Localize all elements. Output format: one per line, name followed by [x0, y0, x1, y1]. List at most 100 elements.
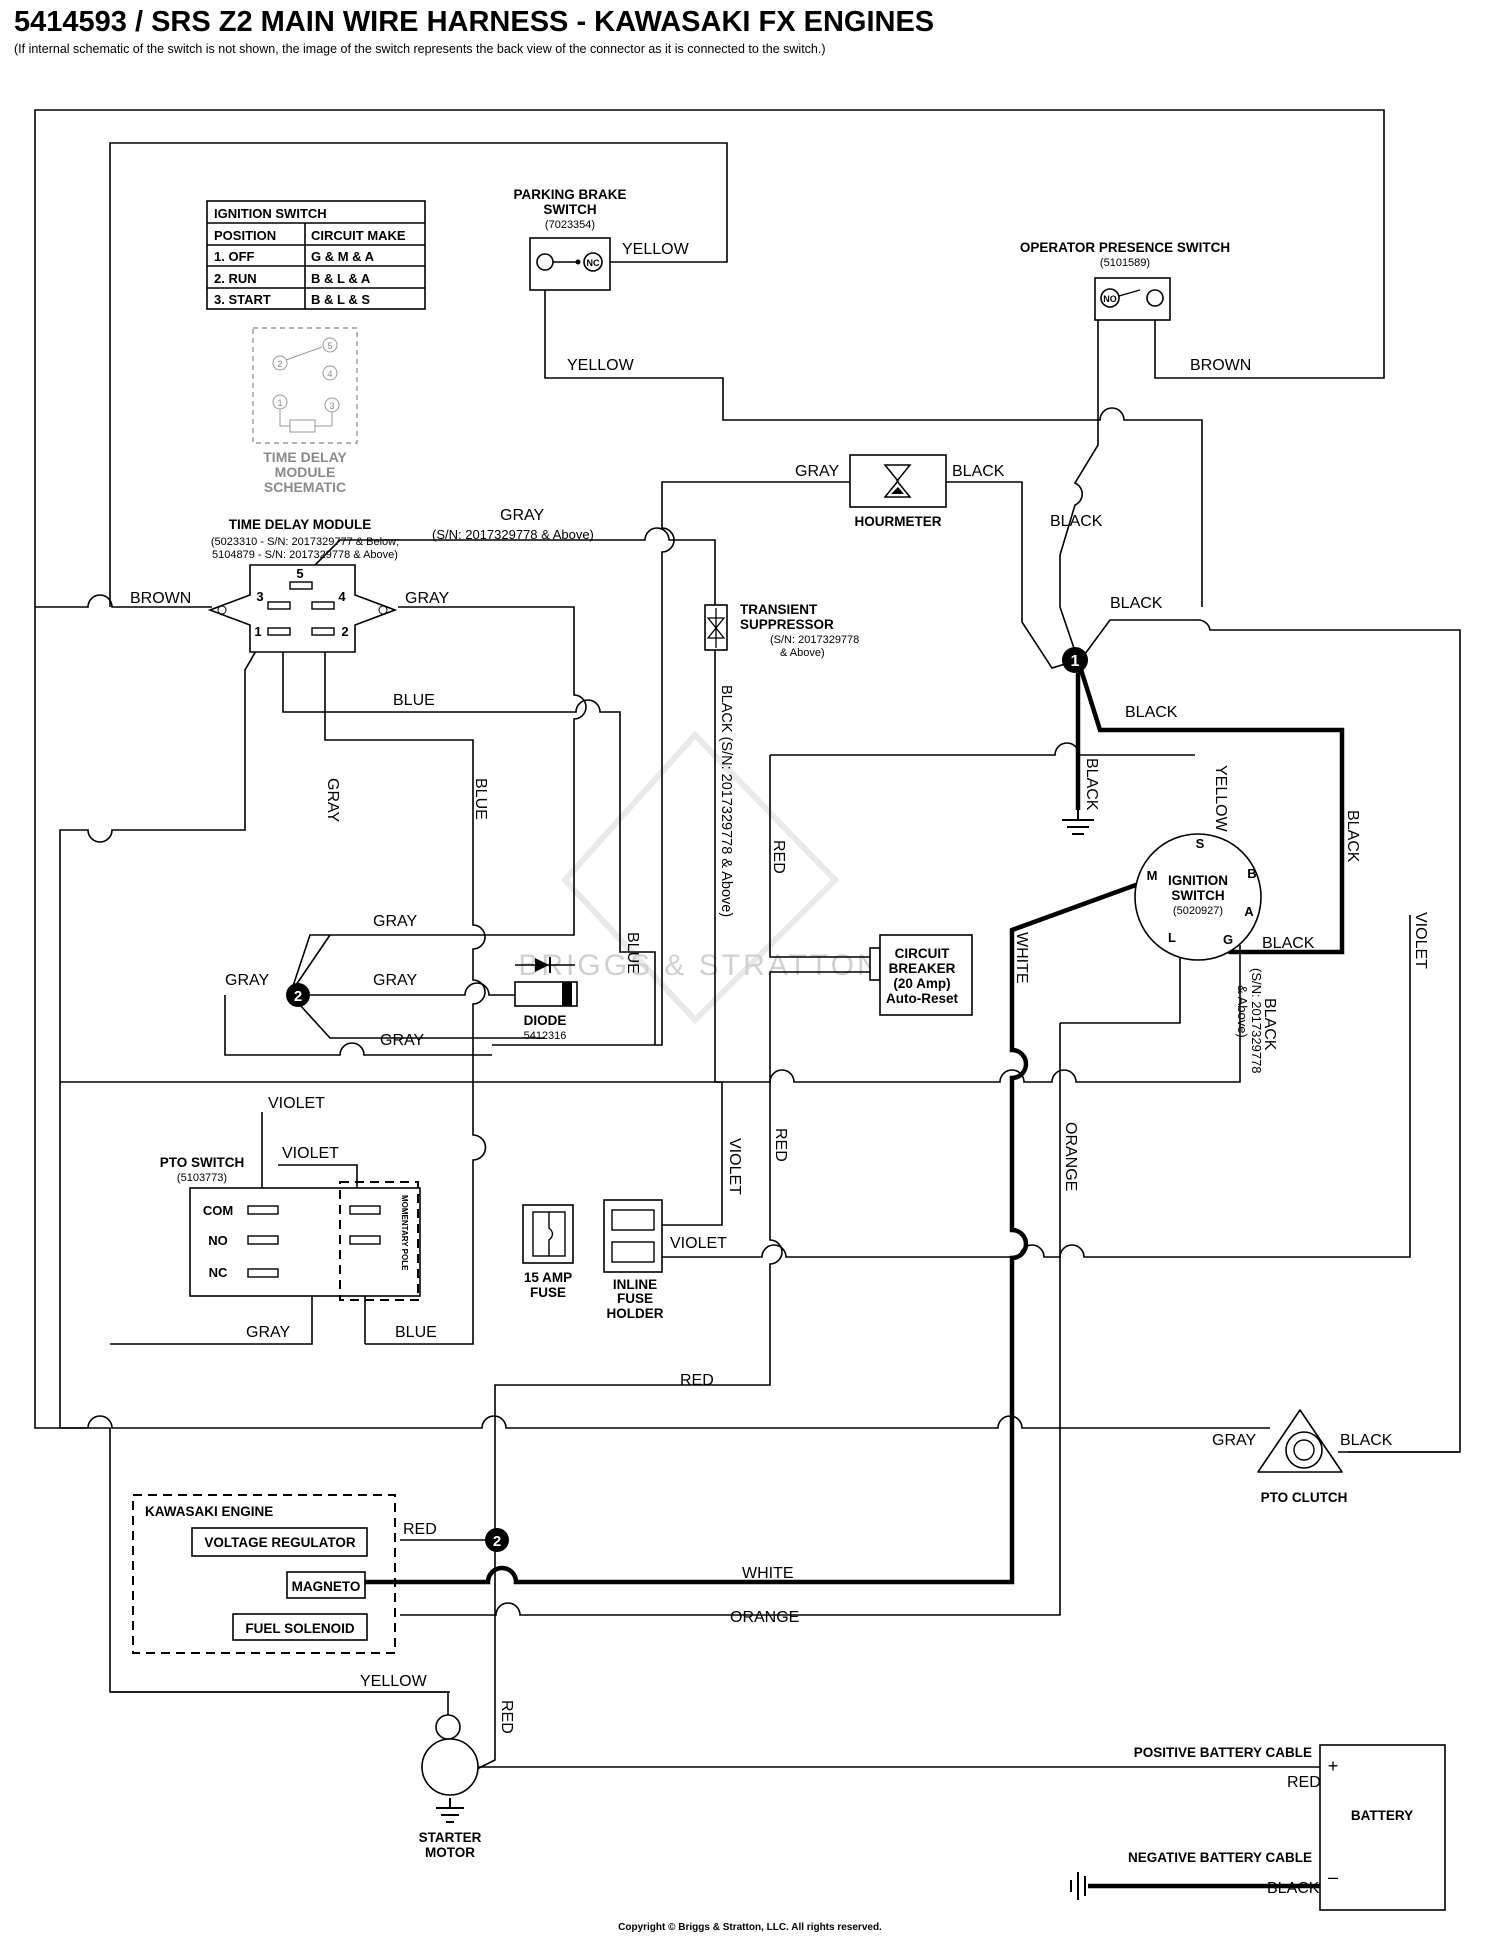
starter-motor: STARTER MOTOR [419, 1714, 482, 1860]
svg-text:BLACK: BLACK [1110, 595, 1163, 612]
ignition-table-title: IGNITION SWITCH [214, 206, 327, 221]
svg-text:WHITE: WHITE [742, 1565, 794, 1582]
svg-text:HOLDER: HOLDER [607, 1306, 664, 1321]
svg-text:OPERATOR PRESENCE SWITCH: OPERATOR PRESENCE SWITCH [1020, 240, 1230, 255]
svg-text:RED: RED [680, 1372, 714, 1389]
svg-text:1: 1 [254, 624, 261, 639]
svg-text:BLACK: BLACK [1267, 1880, 1320, 1897]
kawasaki-engine: KAWASAKI ENGINE VOLTAGE REGULATOR MAGNET… [132, 1494, 396, 1654]
splice-2-low: 2 [485, 1528, 509, 1552]
ignition-table-cell: 3. START [214, 292, 271, 307]
svg-text:5412316: 5412316 [524, 1030, 567, 1042]
svg-text:(5103773): (5103773) [177, 1172, 227, 1184]
battery: BATTERY + – POSITIVE BATTERY CABLE NEGAT… [1128, 1744, 1446, 1911]
svg-text:& Above): & Above) [1235, 985, 1250, 1038]
wire-violet-fh [662, 915, 1411, 1258]
svg-text:NC: NC [209, 1265, 228, 1280]
ignition-table-header: CIRCUIT MAKE [311, 228, 406, 243]
svg-text:1: 1 [1071, 653, 1080, 670]
svg-text:FUEL SOLENOID: FUEL SOLENOID [245, 1621, 355, 1636]
svg-text:–: – [1328, 1867, 1338, 1887]
svg-text:IGNITION: IGNITION [1168, 873, 1228, 888]
svg-text:NC: NC [587, 258, 600, 268]
svg-text:(5101589): (5101589) [1100, 257, 1150, 269]
svg-text:TIME DELAY: TIME DELAY [263, 449, 347, 465]
wire-blue-top [282, 630, 656, 1045]
svg-text:PTO SWITCH: PTO SWITCH [160, 1155, 245, 1170]
ignition-table-header: POSITION [214, 228, 276, 243]
svg-text:3: 3 [329, 401, 334, 411]
svg-text:2: 2 [341, 624, 348, 639]
ignition-table: IGNITION SWITCH POSITION CIRCUIT MAKE 1.… [206, 200, 426, 310]
svg-text:G: G [1223, 932, 1233, 947]
svg-text:L: L [1168, 930, 1176, 945]
svg-text:DIODE: DIODE [524, 1013, 567, 1028]
svg-text:(S/N: 2017329778: (S/N: 2017329778 [770, 634, 859, 646]
wire-red-cb2 [494, 971, 880, 1545]
svg-text:GRAY: GRAY [1212, 1432, 1256, 1449]
wire-gray-top [304, 527, 716, 605]
svg-text:BROWN: BROWN [130, 590, 191, 607]
svg-text:BLACK: BLACK [1125, 704, 1178, 721]
svg-text:ORANGE: ORANGE [730, 1609, 799, 1626]
svg-text:MOTOR: MOTOR [425, 1845, 475, 1860]
svg-text:3: 3 [256, 589, 263, 604]
svg-text:& Above): & Above) [780, 647, 825, 659]
wire-blue-vert [324, 630, 487, 1345]
svg-text:(5020927): (5020927) [1173, 905, 1223, 917]
ignition-table-cell: B & L & A [311, 271, 371, 286]
svg-text:PTO CLUTCH: PTO CLUTCH [1261, 1490, 1348, 1505]
hourmeter: HOURMETER [849, 454, 947, 529]
pto-clutch: PTO CLUTCH [1257, 1409, 1348, 1505]
svg-text:HOURMETER: HOURMETER [855, 514, 942, 529]
svg-text:RED: RED [770, 840, 787, 874]
svg-text:MAGNETO: MAGNETO [292, 1579, 361, 1594]
svg-text:M: M [1147, 868, 1158, 883]
svg-text:BLUE: BLUE [624, 932, 641, 974]
svg-text:YELLOW: YELLOW [1212, 765, 1229, 833]
ignition-table-cell: 1. OFF [214, 249, 255, 264]
svg-text:(7023354): (7023354) [545, 219, 595, 231]
svg-text:GRAY: GRAY [373, 913, 417, 930]
wire-black-hm [946, 481, 1080, 669]
svg-text:WHITE: WHITE [1013, 932, 1030, 984]
svg-text:GRAY: GRAY [500, 507, 544, 524]
svg-text:NO: NO [1103, 294, 1117, 304]
svg-text:POSITIVE BATTERY CABLE: POSITIVE BATTERY CABLE [1134, 1745, 1312, 1760]
ignition-table-cell: B & L & S [311, 292, 370, 307]
page-subtitle: (If internal schematic of the switch is … [14, 42, 826, 56]
svg-text:PARKING BRAKE: PARKING BRAKE [513, 187, 626, 202]
svg-text:BLACK: BLACK [1344, 810, 1361, 863]
svg-text:4: 4 [338, 589, 346, 604]
svg-text:BRIGGS & STRATTON: BRIGGS & STRATTON [518, 949, 881, 982]
svg-text:SCHEMATIC: SCHEMATIC [264, 479, 346, 495]
ignition-table-cell: G & M & A [311, 249, 375, 264]
circuit-breaker: CIRCUIT BREAKER (20 Amp) Auto-Reset [869, 934, 973, 1016]
svg-text:BLACK: BLACK [1261, 998, 1278, 1051]
svg-text:YELLOW: YELLOW [360, 1673, 428, 1690]
svg-text:(S/N: 2017329778 & Above): (S/N: 2017329778 & Above) [432, 527, 594, 542]
svg-text:BREAKER: BREAKER [889, 961, 956, 976]
ignition-table-cell: 2. RUN [214, 271, 257, 286]
svg-text:RED: RED [772, 1128, 789, 1162]
fuse-15a: 15 AMP FUSE [522, 1204, 574, 1300]
svg-text:RED: RED [498, 1700, 515, 1734]
svg-text:BLACK (S/N: 2017329778 & Above: BLACK (S/N: 2017329778 & Above) [718, 685, 734, 917]
svg-text:FUSE: FUSE [530, 1285, 566, 1300]
svg-text:ORANGE: ORANGE [1062, 1122, 1079, 1191]
svg-text:MOMENTARY POLE: MOMENTARY POLE [400, 1195, 409, 1271]
svg-text:NEGATIVE BATTERY CABLE: NEGATIVE BATTERY CABLE [1128, 1850, 1312, 1865]
svg-text:GRAY: GRAY [324, 778, 341, 822]
svg-text:BLUE: BLUE [472, 778, 489, 820]
svg-text:BLACK: BLACK [952, 463, 1005, 480]
svg-text:5: 5 [296, 566, 303, 581]
wire-brown-outer [34, 109, 1385, 607]
svg-text:VOLTAGE REGULATOR: VOLTAGE REGULATOR [204, 1535, 355, 1550]
watermark-logo: BRIGGS & STRATTON [518, 730, 881, 1025]
svg-text:VIOLET: VIOLET [1412, 912, 1429, 969]
wire-ops-black [1059, 318, 1099, 556]
svg-text:5104879 - S/N: 2017329778 & Ab: 5104879 - S/N: 2017329778 & Above) [212, 549, 398, 561]
svg-text:VIOLET: VIOLET [268, 1095, 325, 1112]
time-delay-module: TIME DELAY MODULE (5023310 - S/N: 201732… [207, 517, 399, 653]
